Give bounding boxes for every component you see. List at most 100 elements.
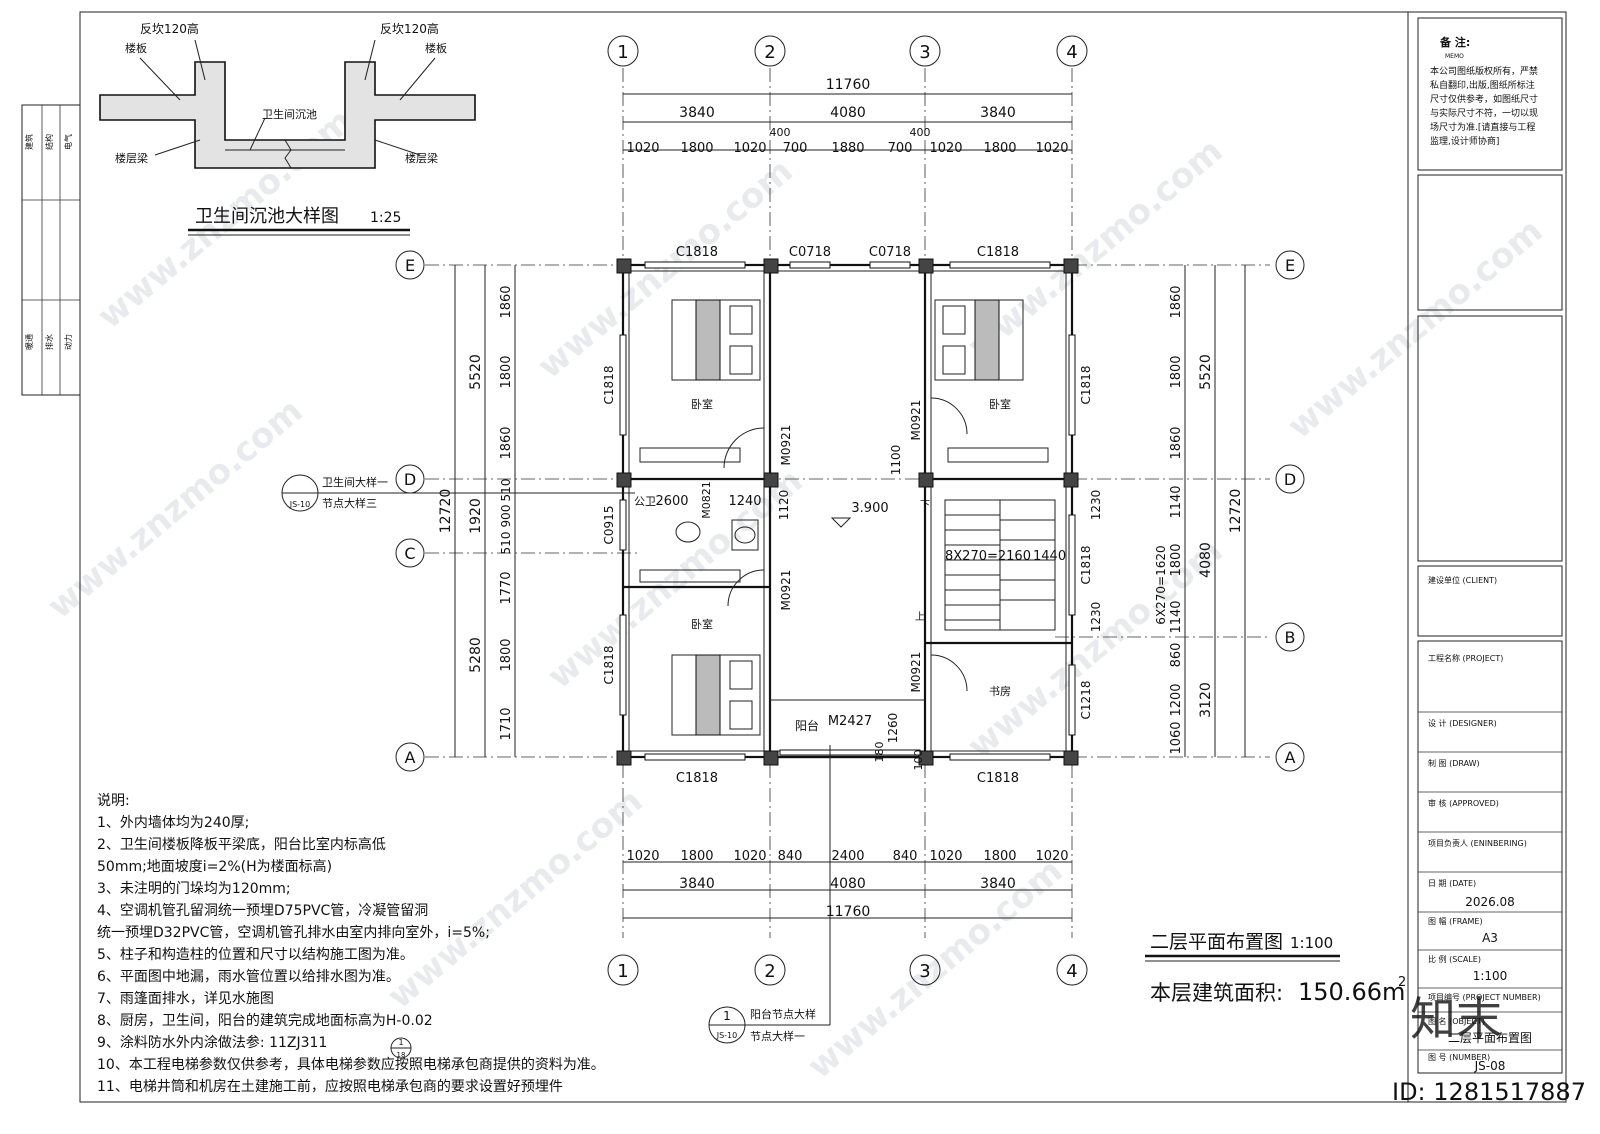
dim-top-detail: 1020: [929, 141, 962, 156]
plan-dim: 100: [912, 750, 925, 771]
svg-text:4: 4: [1066, 42, 1077, 63]
dim-right-detail: 1860: [1169, 426, 1184, 459]
axis-bubble-col: 2: [754, 954, 786, 986]
dim-top-detail: 1800: [680, 141, 713, 156]
dim-bottom-bay: 3840: [980, 876, 1016, 892]
dim-bottom-total: 11760: [826, 904, 871, 920]
dim-right-detail: 860: [1169, 643, 1184, 668]
margin-cell: 排水: [44, 334, 54, 350]
plan-dim: 2600: [655, 494, 688, 509]
remarks-line: 场尺寸为准.[请直接与工程: [1430, 121, 1535, 133]
dim-bottom-detail: 840: [778, 849, 803, 864]
margin-cell: 动力: [63, 334, 73, 350]
left-dimensions: 12720 5520 1920 5280 1860 1800 1860 510 …: [438, 265, 516, 757]
elevation-mark: 3.900: [851, 501, 888, 516]
remarks-line: 监理,设计师协商]: [1430, 135, 1499, 147]
dim-bottom-detail: 840: [893, 849, 918, 864]
plan-title: 二层平面布置图: [1150, 931, 1283, 953]
dim-right-mid: 5520: [1198, 354, 1214, 390]
svg-text:阳台节点大样: 阳台节点大样: [750, 1007, 816, 1021]
svg-text:B: B: [1285, 628, 1296, 647]
dim-right-detail: 1800: [1169, 543, 1184, 576]
dim-top-detail: 1020: [733, 141, 766, 156]
axis-bubble-row: C: [395, 538, 425, 568]
room-label: 卧室: [691, 617, 713, 631]
dim-left-detail: 1860: [499, 285, 514, 318]
dim-left-mid: 5520: [468, 354, 484, 390]
window-tag: C1818: [602, 366, 616, 405]
door-tag: M0821: [700, 481, 713, 519]
axis-bubble-row: E: [1275, 250, 1305, 280]
stair-dim: 6X270=1620: [1154, 545, 1168, 624]
draw-label: 制 图 (DRAW): [1428, 758, 1480, 768]
svg-text:节点大样一: 节点大样一: [750, 1029, 805, 1043]
room-label: 公卫: [634, 495, 656, 508]
plan-scale: 1:100: [1290, 934, 1333, 952]
dim-bottom-detail: 1020: [1035, 849, 1068, 864]
axis-bubble-row: A: [1275, 742, 1305, 772]
window-tag: C0718: [869, 245, 911, 260]
margin-cell: 电气: [63, 134, 73, 150]
axis-bubble-col: 4: [1056, 35, 1088, 67]
axis-bubble-col: 3: [909, 954, 941, 986]
dim-right-detail: 1140: [1169, 600, 1184, 633]
axis-bubble-row: B: [1275, 622, 1305, 652]
watermark-text: www.znzmo.com: [1280, 211, 1550, 447]
frame-label: 图 幅 (FRAME): [1428, 916, 1483, 926]
dim-bottom-detail: 2400: [831, 849, 864, 864]
svg-text:18: 18: [397, 1051, 406, 1059]
dim-bottom-detail: 1020: [929, 849, 962, 864]
window-tag: C0718: [789, 245, 831, 260]
margin-cell: 暖通: [24, 334, 34, 350]
plan-dim: 1120: [777, 490, 791, 521]
svg-text:3: 3: [919, 961, 930, 982]
dim-right-mid: 4080: [1198, 542, 1214, 578]
svg-text:1: 1: [398, 1038, 403, 1047]
axis-bubble-col: 2: [754, 35, 786, 67]
dim-left-detail: 510: [499, 479, 513, 502]
stair-treads: [945, 514, 1055, 621]
dim-top-total: 11760: [826, 77, 871, 93]
dim-bottom-detail: 1020: [733, 849, 766, 864]
dim-left-mid: 1920: [468, 498, 484, 534]
stair-arrow-label: 上: [915, 611, 925, 623]
detail-label: 反坎120高: [140, 21, 199, 36]
svg-text:2: 2: [764, 42, 775, 63]
dim-left-detail: 900: [499, 505, 513, 528]
margin-cell: 结构: [44, 134, 54, 150]
axis-bubble-col: 1: [607, 35, 639, 67]
notes-heading: 说明:: [97, 793, 130, 809]
dim-top-offset: 400: [910, 126, 931, 139]
remarks-line: 本公司图纸版权所有，严禁: [1430, 65, 1538, 77]
window-tag: C1818: [602, 646, 616, 685]
left-margin-table: 建筑 结构 电气 暖通 排水 动力: [21, 104, 81, 396]
dim-top-offset: 400: [770, 126, 791, 139]
svg-text:A: A: [405, 748, 416, 767]
note-item: 11、电梯井筒和机房在土建施工前，应按照电梯承包商的要求设置好预埋件: [97, 1079, 563, 1095]
note-item: 1、外内墙体均为240厚;: [97, 815, 250, 831]
dim-bottom-detail: 1800: [983, 849, 1016, 864]
dim-top-bay: 4080: [830, 105, 866, 121]
watermark-text: www.znzmo.com: [40, 391, 310, 627]
project-number-label: 项目编号 (PROJECT NUMBER): [1428, 992, 1541, 1002]
dim-top-detail: 1800: [983, 141, 1016, 156]
axis-bubble-row: A: [395, 742, 425, 772]
svg-text:D: D: [404, 470, 416, 489]
door-tag: M0921: [779, 570, 793, 611]
remarks-line: 私自翻印,出版,图纸所标注: [1430, 79, 1535, 91]
room-label: 阳台: [795, 718, 819, 733]
watermark-text: www.znzmo.com: [960, 531, 1230, 767]
staircase: [944, 499, 1056, 631]
plan-title-block: 二层平面布置图 1:100 本层建筑面积: 150.66m 2: [1145, 931, 1406, 1006]
plan-dim: 1440: [1033, 549, 1066, 564]
dim-bottom-detail: 1800: [680, 849, 713, 864]
dim-right-detail: 1140: [1169, 485, 1184, 518]
plan-dim: 1230: [1089, 490, 1103, 521]
note-item: 3、未注明的门垛均为120mm;: [97, 881, 291, 897]
axis-bubble-col: 4: [1056, 954, 1088, 986]
note-item: 5、柱子和构造柱的位置和尺寸以结构施工图为准。: [97, 947, 414, 963]
note-item: 8、厨房，卫生间，阳台的建筑完成地面标高为H-0.02: [97, 1013, 433, 1029]
svg-text:JS-10: JS-10: [289, 500, 311, 509]
window-tag: C1818: [1079, 546, 1093, 585]
svg-text:C: C: [404, 544, 415, 563]
